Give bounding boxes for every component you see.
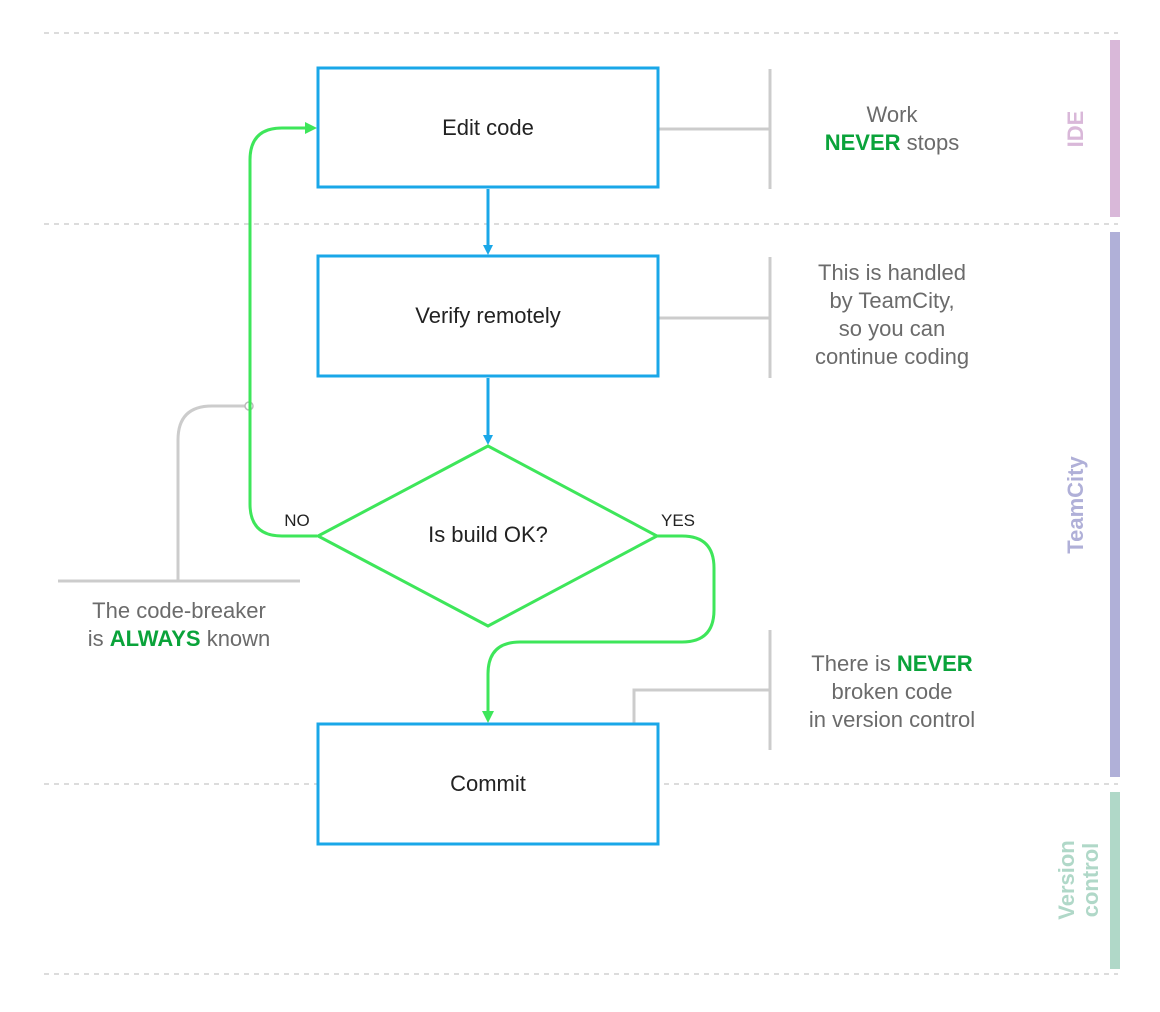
decision-diamond: [314, 444, 661, 628]
step-box-commit: [316, 722, 660, 846]
note-work-emphasis: NEVER: [825, 130, 901, 155]
step-box-edit-code: [316, 66, 660, 189]
arrow-no-loop: [248, 122, 317, 538]
flow-arrows-green: [248, 122, 716, 723]
branch-label-yes: YES: [661, 511, 695, 530]
note-breaker-line1: The code-breaker: [92, 598, 266, 623]
step-label-commit: Commit: [450, 771, 526, 796]
note-breaker-line2-rest: known: [201, 626, 271, 651]
step-label-edit-code: Edit code: [442, 115, 534, 140]
note-teamcity-line3: so you can: [839, 316, 945, 341]
lane-dividers: [44, 32, 1118, 975]
lane-label-vc-line1: Version: [1054, 840, 1079, 919]
lane-label-teamcity: TeamCity: [1063, 456, 1088, 554]
note-breaker-emphasis: ALWAYS: [110, 626, 201, 651]
note-handled-by-teamcity: This is handled by TeamCity, so you can …: [815, 260, 969, 369]
step-box-verify-remotely: [316, 254, 660, 378]
decision-label: Is build OK?: [428, 522, 548, 547]
note-work-line1: Work: [867, 102, 919, 127]
step-label-verify-remotely: Verify remotely: [415, 303, 561, 328]
note-teamcity-line1: This is handled: [818, 260, 966, 285]
arrow-yes-commit: [482, 534, 716, 723]
lane-bar-teamcity: [1110, 232, 1120, 777]
note-work-never-stops: Work NEVER stops: [825, 102, 960, 155]
note-teamcity-line2: by TeamCity,: [829, 288, 954, 313]
lane-label-version-control: Version control: [1054, 840, 1103, 919]
note-work-line2-rest: stops: [901, 130, 960, 155]
branch-label-no: NO: [284, 511, 310, 530]
callout-connectors: [58, 69, 772, 750]
note-never-broken-code: There is NEVER broken code in version co…: [809, 651, 975, 732]
lane-label-ide: IDE: [1063, 111, 1088, 148]
note-broken-line3: in version control: [809, 707, 975, 732]
note-broken-line2: broken code: [831, 679, 952, 704]
lane-label-vc-line2: control: [1078, 843, 1103, 918]
connector-dots: [244, 124, 644, 746]
lane-bar-version-control: [1110, 792, 1120, 969]
connector-broken: [632, 688, 770, 737]
connector-breaker: [176, 404, 246, 581]
note-work-line2: NEVER stops: [825, 130, 960, 155]
note-broken-line1-pre: There is: [811, 651, 897, 676]
note-breaker-line2: is ALWAYS known: [88, 626, 271, 651]
note-broken-line1: There is NEVER: [811, 651, 973, 676]
lane-bar-ide: [1110, 40, 1120, 217]
note-breaker-line2-pre: is: [88, 626, 110, 651]
note-teamcity-line4: continue coding: [815, 344, 969, 369]
note-code-breaker-known: The code-breaker is ALWAYS known: [88, 598, 271, 651]
note-broken-emphasis: NEVER: [897, 651, 973, 676]
